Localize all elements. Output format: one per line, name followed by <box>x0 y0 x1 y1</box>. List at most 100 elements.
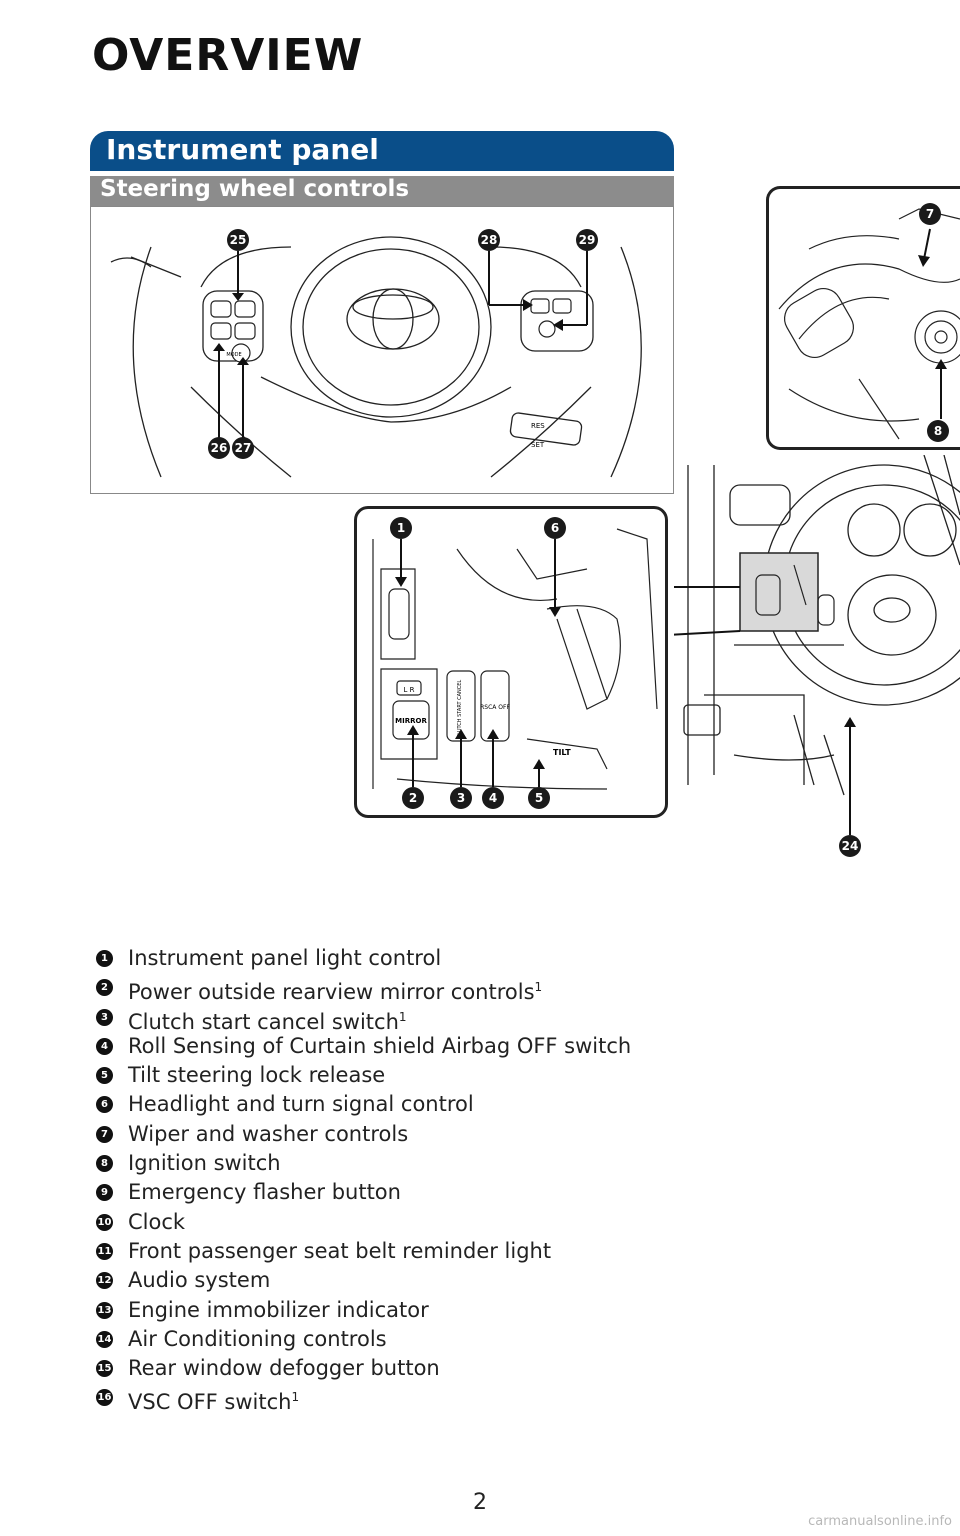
legend-text: Clock <box>128 1208 185 1237</box>
legend-text: Engine immobilizer indicator <box>128 1296 429 1325</box>
legend-number-badge: 9 <box>96 1184 113 1202</box>
watermark: carmanualsonline.info <box>808 1514 952 1529</box>
legend-number-badge: 5 <box>96 1067 113 1085</box>
legend-number-badge: 10 <box>96 1213 113 1231</box>
legend-label: Clock <box>128 1209 186 1234</box>
legend-item: 10 Clock <box>96 1208 916 1237</box>
legend-footnote-marker: 1 <box>398 1009 407 1024</box>
legend-text: VSC OFF switch1 <box>128 1383 299 1417</box>
legend-label: Ignition switch <box>128 1151 281 1176</box>
wiper-ignition-inset: 7 8 <box>766 186 960 450</box>
legend-item: 3 Clutch start cancel switch1 <box>96 1003 916 1034</box>
rsca-label: RSCA OFF <box>480 704 510 711</box>
legend-number-badge: 8 <box>96 1155 113 1173</box>
left-switches-inset: MIRROR L R CLUTCH START CANCEL RSCA OFF … <box>354 506 668 818</box>
callout-7: 7 <box>919 203 941 225</box>
legend-text: Roll Sensing of Curtain shield Airbag OF… <box>128 1032 631 1061</box>
legend-item: 9 Emergency flasher button <box>96 1178 916 1207</box>
callout-4: 4 <box>482 787 504 809</box>
callout-2: 2 <box>402 787 424 809</box>
legend-label: Front passenger seat belt reminder light <box>128 1238 552 1263</box>
callout-8: 8 <box>927 420 949 442</box>
callout-24: 24 <box>839 835 861 857</box>
legend-text: Clutch start cancel switch1 <box>128 1003 407 1037</box>
component-legend: 1 Instrument panel light control 2 Power ou… <box>96 944 916 1414</box>
legend-text: Headlight and turn signal control <box>128 1090 474 1119</box>
legend-item: 7 Wiper and washer controls <box>96 1120 916 1149</box>
legend-label: Clutch start cancel switch <box>128 1009 399 1034</box>
legend-text: Ignition switch <box>128 1149 281 1178</box>
dashboard-drawing <box>674 455 960 835</box>
legend-text: Emergency flasher button <box>128 1178 401 1207</box>
legend-item: 8 Ignition switch <box>96 1149 916 1178</box>
legend-number-badge: 11 <box>96 1242 113 1260</box>
set-label: SET <box>531 441 545 449</box>
wiper-ignition-drawing <box>778 208 960 440</box>
callout-1: 1 <box>390 517 412 539</box>
legend-item: 1 Instrument panel light control <box>96 944 916 973</box>
legend-footnote-marker: 1 <box>534 980 543 995</box>
legend-number-badge: 15 <box>96 1360 113 1378</box>
legend-label: Tilt steering lock release <box>128 1063 386 1088</box>
legend-number-badge: 6 <box>96 1096 113 1114</box>
steering-wheel-illustration: MODE RES SET 25 26 27 28 29 <box>90 206 674 494</box>
legend-label: Air Conditioning controls <box>128 1326 387 1351</box>
page-number: 2 <box>473 1490 487 1515</box>
legend-text: Power outside rearview mirror controls1 <box>128 973 542 1007</box>
legend-footnote-marker: 1 <box>291 1390 300 1405</box>
legend-number-badge: 3 <box>96 1008 113 1026</box>
legend-number-badge: 1 <box>96 950 113 967</box>
legend-number-badge: 7 <box>96 1125 113 1143</box>
legend-label: Engine immobilizer indicator <box>128 1297 429 1322</box>
steering-wheel-drawing: MODE RES SET <box>110 236 642 478</box>
legend-text: Instrument panel light control <box>128 944 441 973</box>
legend-item: 4 Roll Sensing of Curtain shield Airbag O… <box>96 1032 916 1061</box>
legend-number-badge: 13 <box>96 1301 113 1319</box>
mirror-lr-label: L R <box>404 686 415 694</box>
callout-29: 29 <box>576 229 598 251</box>
legend-label: Roll Sensing of Curtain shield Airbag OF… <box>128 1033 632 1058</box>
legend-number-badge: 2 <box>96 979 113 997</box>
legend-text: Rear window defogger button <box>128 1354 440 1383</box>
legend-text: Tilt steering lock release <box>128 1061 385 1090</box>
legend-label: Audio system <box>128 1268 271 1293</box>
callout-3: 3 <box>450 787 472 809</box>
mirror-label: MIRROR <box>395 717 427 725</box>
legend-label: Wiper and washer controls <box>128 1121 409 1146</box>
legend-label: Power outside rearview mirror controls <box>128 980 535 1005</box>
res-label: RES <box>531 422 545 430</box>
legend-item: 15 Rear window defogger button <box>96 1354 916 1383</box>
mode-label: MODE <box>226 352 241 358</box>
section-tab-label: Instrument panel <box>106 133 379 166</box>
legend-label: Emergency flasher button <box>128 1180 401 1205</box>
legend-text: Front passenger seat belt reminder light <box>128 1237 551 1266</box>
callout-5: 5 <box>528 787 550 809</box>
legend-label: Rear window defogger button <box>128 1356 440 1381</box>
callout-25: 25 <box>227 229 249 251</box>
legend-item: 12 Audio system <box>96 1266 916 1295</box>
legend-item: 13 Engine immobilizer indicator <box>96 1296 916 1325</box>
legend-number-badge: 14 <box>96 1330 113 1348</box>
legend-label: VSC OFF switch <box>128 1390 292 1415</box>
legend-number-badge: 4 <box>96 1037 113 1055</box>
callout-26: 26 <box>208 437 230 459</box>
legend-text: Air Conditioning controls <box>128 1325 387 1354</box>
callout-28: 28 <box>478 229 500 251</box>
clutch-label: CLUTCH START CANCEL <box>457 680 463 739</box>
left-switches-drawing: MIRROR L R CLUTCH START CANCEL RSCA OFF … <box>372 528 658 790</box>
page-title: OVERVIEW <box>92 30 364 81</box>
sub-section-label: Steering wheel controls <box>100 176 410 202</box>
legend-number-badge: 12 <box>96 1272 113 1290</box>
section-tab: Instrument panel <box>90 131 674 171</box>
legend-item: 6 Headlight and turn signal control <box>96 1090 916 1119</box>
callout-27: 27 <box>232 437 254 459</box>
legend-item: 11 Front passenger seat belt reminder lig… <box>96 1237 916 1266</box>
legend-text: Audio system <box>128 1266 270 1295</box>
legend-label: Headlight and turn signal control <box>128 1092 474 1117</box>
legend-item: 5 Tilt steering lock release <box>96 1061 916 1090</box>
legend-text: Wiper and washer controls <box>128 1120 408 1149</box>
legend-item: 2 Power outside rearview mirror controls1 <box>96 973 916 1004</box>
callout-6: 6 <box>544 517 566 539</box>
tilt-label: TILT <box>553 748 571 757</box>
